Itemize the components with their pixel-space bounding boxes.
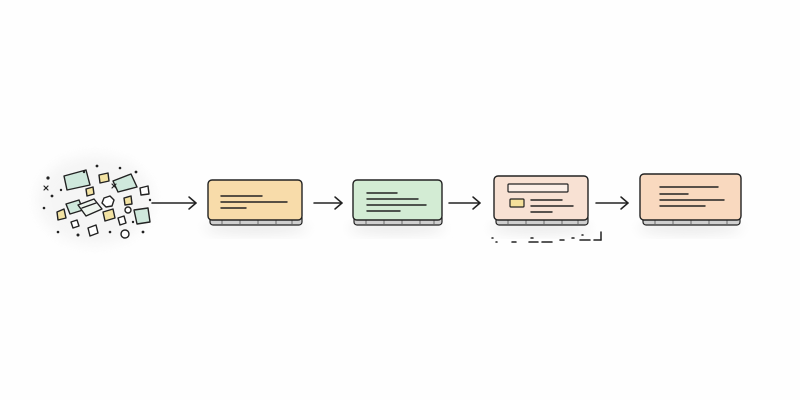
outline-fragment-icon xyxy=(139,185,150,196)
arrow-right-icon xyxy=(448,196,481,210)
outline-fragment-icon xyxy=(117,215,127,226)
dashed-trail xyxy=(491,231,602,243)
text-lines xyxy=(659,186,725,207)
yellow-fragment-icon xyxy=(85,186,95,197)
outline-fragment-icon xyxy=(87,224,99,237)
spark-marks xyxy=(43,183,117,191)
peach-card-with-tag xyxy=(490,175,602,243)
text-lines xyxy=(530,199,574,213)
green-fragment-icon xyxy=(133,207,151,225)
arrow-right-icon xyxy=(313,196,343,210)
text-lines xyxy=(220,195,288,209)
tag-highlight xyxy=(509,198,525,208)
yellow-fragment-icon xyxy=(123,195,133,206)
arrow-right-icon xyxy=(151,196,197,210)
outline-fragment-icon xyxy=(70,219,80,229)
scattered-fragments-cluster xyxy=(37,155,153,245)
yellow-fragment-icon xyxy=(98,172,110,184)
yellow-fragment-icon xyxy=(102,208,116,222)
ring-fragment-icon xyxy=(120,229,130,239)
arrow-right-icon xyxy=(595,196,629,210)
peach-card-final xyxy=(638,173,742,234)
ring-fragment-icon xyxy=(124,206,132,214)
yellow-fragment-icon xyxy=(56,208,67,221)
text-lines xyxy=(366,192,427,212)
orange-card xyxy=(204,179,308,234)
hexagon-fragment-icon xyxy=(101,195,115,208)
green-fragment-icon xyxy=(63,169,91,191)
green-card xyxy=(349,179,445,234)
speck-dots xyxy=(42,164,152,237)
